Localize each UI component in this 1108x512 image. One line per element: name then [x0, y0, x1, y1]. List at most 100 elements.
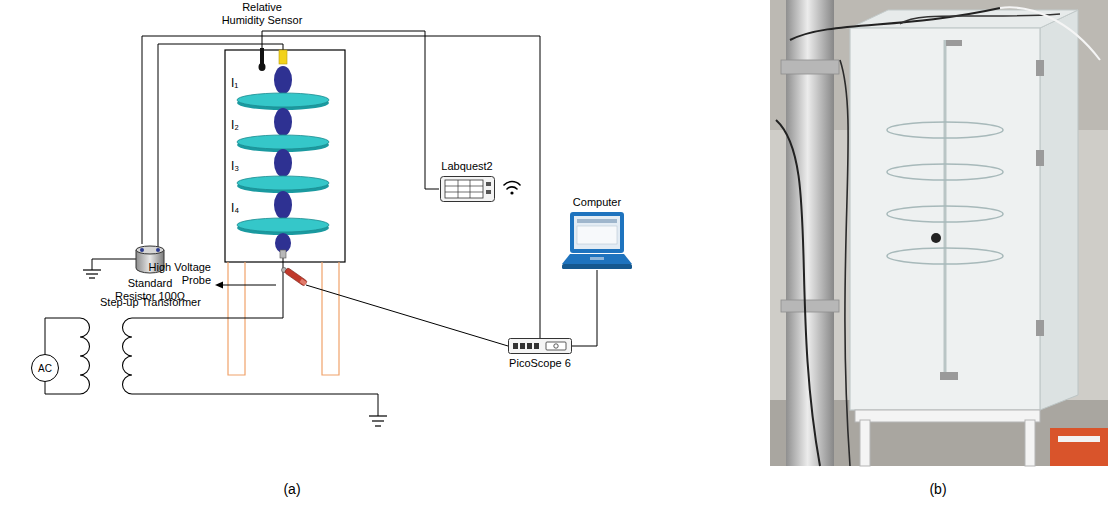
- laptop-icon: [562, 212, 632, 270]
- photo: [900, 14, 1060, 24]
- photo: [1036, 320, 1044, 336]
- photo: [1036, 60, 1044, 76]
- wire: [45, 318, 80, 354]
- photo: [1040, 10, 1078, 410]
- laptop-icon: [590, 257, 604, 260]
- laptop-icon: [562, 254, 632, 264]
- laptop-icon: [562, 264, 632, 269]
- photo: [1025, 420, 1035, 466]
- humidity-sensor: [259, 63, 266, 71]
- test-chamber: [225, 50, 345, 262]
- wireless-icon: [510, 191, 513, 194]
- photo: [946, 40, 962, 46]
- chamber-support: [322, 262, 339, 375]
- resistor-symbol: [140, 248, 144, 252]
- insulator-string: [237, 93, 329, 107]
- photo: [840, 60, 850, 466]
- photo: [770, 0, 1108, 466]
- probe-symbol: [300, 279, 307, 286]
- photo: [944, 40, 947, 380]
- insulator-string: [237, 135, 329, 149]
- device-label: PicoScope 6: [509, 357, 571, 370]
- device-label: Computer: [573, 196, 621, 209]
- humidity-sensor: [259, 48, 266, 71]
- ground-symbol: [83, 269, 101, 270]
- datalogger-icon: [486, 190, 491, 194]
- insulator-string: [274, 108, 292, 136]
- photo: [850, 28, 1040, 410]
- ac-source-circle: AC: [31, 354, 59, 382]
- photo: [781, 300, 839, 312]
- wireless-icon: [507, 187, 517, 189]
- insulator-label: I₄: [231, 201, 239, 215]
- oscilloscope-icon: [509, 339, 572, 354]
- probe-label: High Voltage Probe: [137, 261, 211, 287]
- ground-symbol: [369, 415, 387, 416]
- oscilloscope-icon: [508, 338, 572, 354]
- resistor-symbol: [156, 248, 160, 252]
- photo: [931, 233, 941, 243]
- oscilloscope-icon: [520, 343, 525, 349]
- datalogger-icon: [469, 180, 470, 198]
- probe-symbol: [284, 268, 307, 287]
- wire: [142, 36, 540, 338]
- ground-symbol: [83, 270, 387, 426]
- laptop-icon: [574, 216, 620, 249]
- datalogger-icon: [445, 180, 483, 198]
- insulator-string: [274, 149, 292, 177]
- panel-label: (a): [283, 481, 300, 498]
- insulator-string: [274, 66, 292, 94]
- insulator-label: I₃: [231, 159, 239, 173]
- photo: [887, 248, 1003, 264]
- transformer-symbol: [80, 318, 132, 394]
- laptop-icon: [570, 212, 624, 253]
- photo: [1050, 428, 1108, 466]
- oscilloscope-icon: [513, 343, 518, 349]
- leader-arrow: [215, 282, 276, 289]
- wire: [132, 394, 378, 416]
- photo: [887, 164, 1003, 180]
- leader-arrow: [222, 285, 276, 286]
- transformer-symbol: [123, 318, 133, 394]
- wireless-icon: [504, 182, 520, 195]
- wire: [45, 31, 508, 416]
- photo: [781, 60, 839, 74]
- laptop-icon: [577, 226, 617, 244]
- photo: [860, 420, 870, 466]
- insulator-label: I₂: [231, 118, 239, 132]
- photo: [790, 8, 1000, 40]
- insulator-string: [279, 50, 287, 64]
- ground-symbol: [375, 425, 381, 426]
- probe-symbol: [282, 268, 308, 287]
- datalogger-icon: [440, 176, 495, 202]
- wire: [572, 270, 597, 346]
- photo: [850, 10, 1078, 28]
- photo: [940, 372, 958, 380]
- laptop-icon: [577, 219, 617, 223]
- resistor-symbol: [136, 246, 164, 254]
- photo: [855, 410, 1040, 422]
- device-node: PicoScope 6: [508, 338, 572, 370]
- source-label: AC: [38, 362, 52, 375]
- transformer-label: Step-up Transformer: [100, 296, 201, 309]
- photo: [1000, 7, 1100, 60]
- photo: [770, 0, 1108, 466]
- datalogger-icon: [457, 180, 458, 198]
- insulator-string: [237, 218, 329, 232]
- leader-arrow: [215, 282, 223, 289]
- device-node: Labquest2: [440, 160, 495, 202]
- ground-symbol: [86, 273, 98, 274]
- wire: [92, 259, 136, 270]
- photo: [887, 122, 1003, 138]
- datalogger-icon: [486, 182, 491, 186]
- oscilloscope-icon: [554, 344, 558, 348]
- resistor-node: Standard Resistor 100Ω: [110, 244, 190, 303]
- wire: [306, 285, 508, 346]
- ground-symbol: [89, 277, 95, 278]
- wireless-icon: [504, 182, 520, 185]
- test-chamber: [225, 50, 345, 262]
- sensor-label: Relative Humidity Sensor: [220, 1, 304, 27]
- wire: [45, 382, 80, 394]
